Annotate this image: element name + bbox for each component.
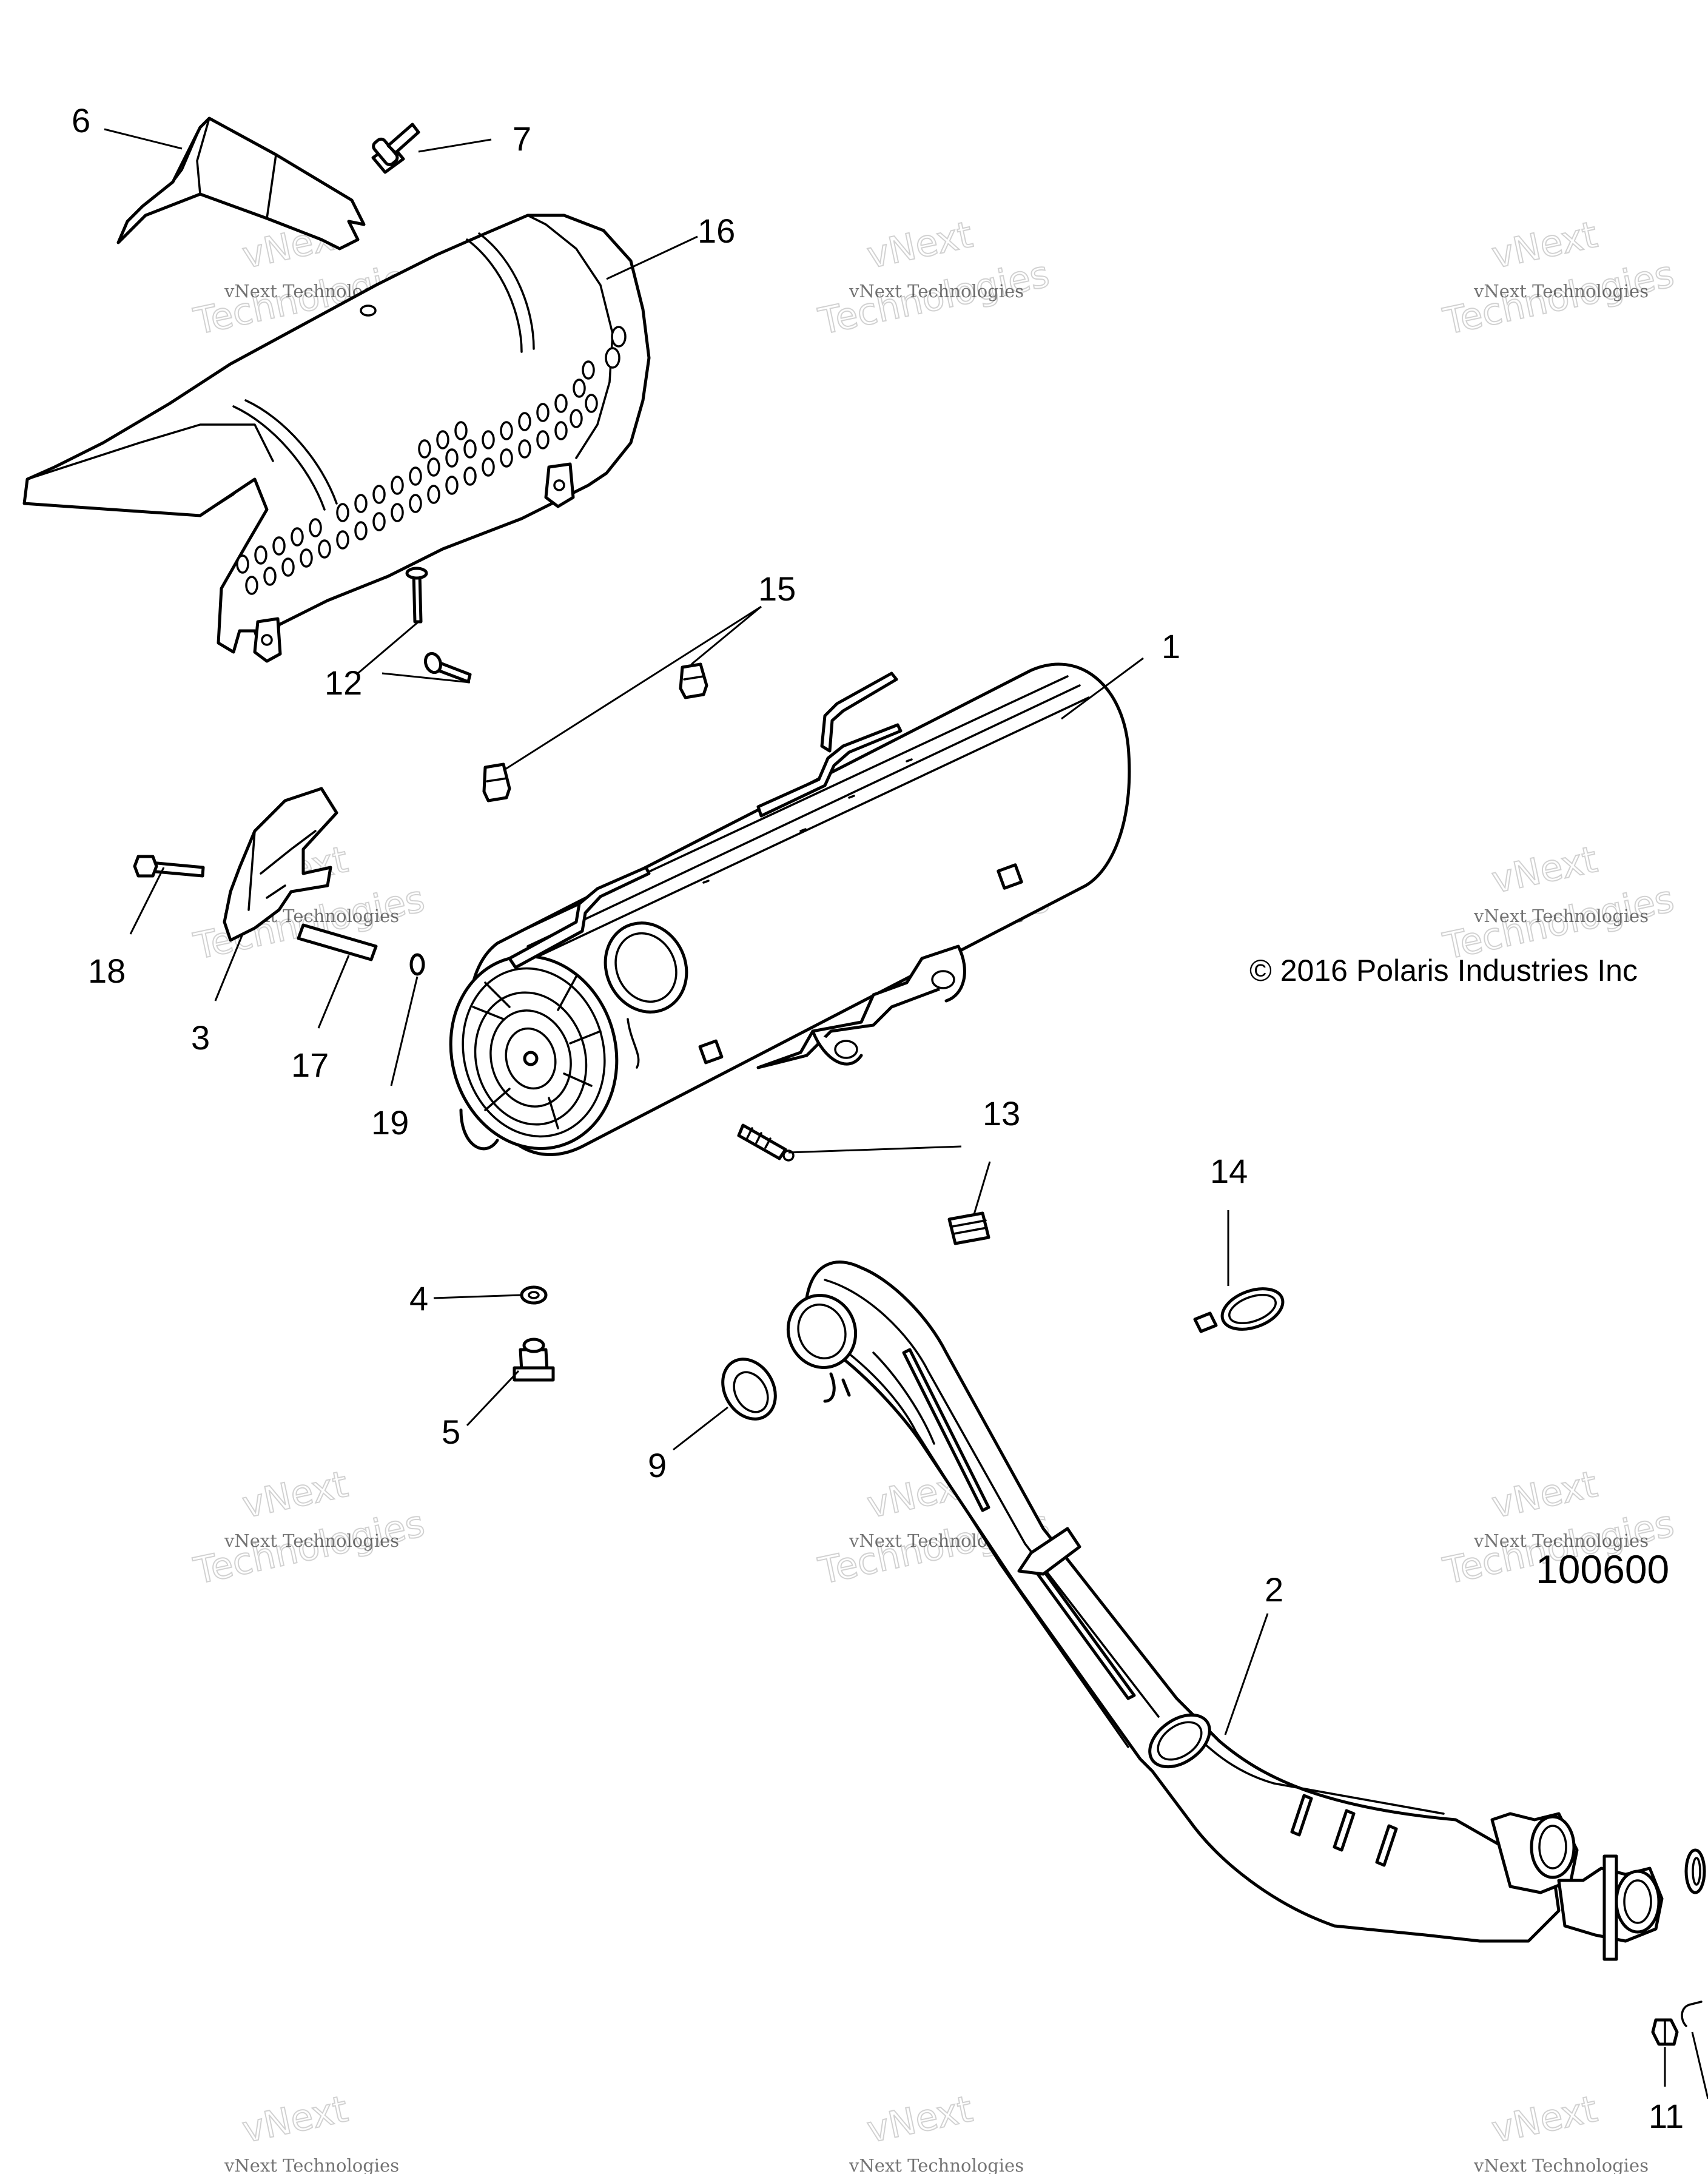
svg-text:vNext: vNext xyxy=(1488,1463,1601,1527)
right-edge-clip xyxy=(1681,1848,1706,2027)
part-6-shield-bracket xyxy=(116,116,366,251)
svg-text:vNext Technologies: vNext Technologies xyxy=(849,2155,1024,2174)
copyright-notice: © 2016 Polaris Industries Inc xyxy=(1249,954,1638,988)
part-17-pin xyxy=(297,923,378,961)
svg-text:vNext Technologies: vNext Technologies xyxy=(224,2155,399,2174)
watermark: vNext vNext Technologies xyxy=(224,2087,399,2174)
part-13-springs xyxy=(737,1123,990,1245)
part-4-washer xyxy=(520,1285,548,1305)
callout-9: 9 xyxy=(648,1446,667,1484)
part-9-gasket xyxy=(721,1358,777,1421)
callout-11: 11 xyxy=(1649,2097,1684,2135)
callout-2: 2 xyxy=(1265,1570,1283,1609)
part-19-oring xyxy=(409,953,425,976)
part-14-clamp xyxy=(1193,1287,1285,1333)
leader-lines xyxy=(104,128,1708,2099)
callout-5: 5 xyxy=(442,1413,460,1451)
callout-17: 17 xyxy=(291,1046,329,1084)
callout-18: 18 xyxy=(88,952,126,990)
perforations xyxy=(236,326,627,595)
watermark: vNext vNext Technologies xyxy=(849,2087,1024,2174)
callout-4: 4 xyxy=(409,1279,428,1318)
watermark: vNext Technologies vNext Technologies xyxy=(1439,838,1678,969)
svg-text:vNext Technologies: vNext Technologies xyxy=(1473,281,1649,301)
watermark: vNext Technologies vNext Technologies xyxy=(1439,213,1678,344)
watermark: vNext Technologies vNext Technologies xyxy=(814,213,1054,344)
watermark: vNext Technologies vNext Technologies xyxy=(189,1462,429,1593)
part-11-nut xyxy=(1651,2018,1679,2046)
part-18-bolt xyxy=(133,855,205,878)
callout-15: 15 xyxy=(758,570,796,608)
part-1-muffler xyxy=(449,662,1131,1156)
callout-14: 14 xyxy=(1210,1152,1248,1190)
part-3-bracket xyxy=(223,787,338,942)
callout-1: 1 xyxy=(1162,627,1180,665)
svg-text:vNext: vNext xyxy=(864,214,977,277)
part-12-bolts xyxy=(405,567,472,684)
callout-16: 16 xyxy=(698,212,735,250)
part-5-plug xyxy=(513,1338,555,1382)
svg-text:vNext: vNext xyxy=(864,2088,977,2152)
callout-7: 7 xyxy=(513,119,531,158)
watermark: vNext Technologies vNext Technologies xyxy=(189,838,429,969)
svg-text:vNext: vNext xyxy=(239,2088,352,2152)
callout-13: 13 xyxy=(983,1094,1020,1132)
callouts: 6 7 16 15 1 12 18 3 17 19 13 14 4 5 9 2 … xyxy=(72,101,1684,2135)
svg-text:vNext Technologies: vNext Technologies xyxy=(1473,906,1649,926)
svg-text:vNext Technologies: vNext Technologies xyxy=(849,281,1024,301)
watermark: vNext vNext Technologies xyxy=(1473,2087,1649,2174)
svg-text:vNext: vNext xyxy=(1488,838,1601,902)
callout-3: 3 xyxy=(191,1018,210,1057)
part-16-heat-shield xyxy=(22,214,651,663)
svg-text:vNext Technologies: vNext Technologies xyxy=(1473,2155,1649,2174)
callout-19: 19 xyxy=(371,1103,409,1142)
svg-text:vNext Technologies: vNext Technologies xyxy=(224,1530,399,1551)
part-15-clips xyxy=(482,662,708,803)
svg-text:vNext: vNext xyxy=(1488,214,1601,277)
svg-text:vNext: vNext xyxy=(1488,2088,1601,2152)
figure-number: 100600 xyxy=(1536,1547,1669,1592)
part-2-head-pipe xyxy=(786,1260,1664,1961)
callout-6: 6 xyxy=(72,101,90,140)
svg-text:vNext Technologies: vNext Technologies xyxy=(1473,1530,1649,1551)
callout-12: 12 xyxy=(324,664,362,702)
part-7-rivet xyxy=(371,123,420,174)
svg-text:vNext: vNext xyxy=(239,1463,352,1527)
